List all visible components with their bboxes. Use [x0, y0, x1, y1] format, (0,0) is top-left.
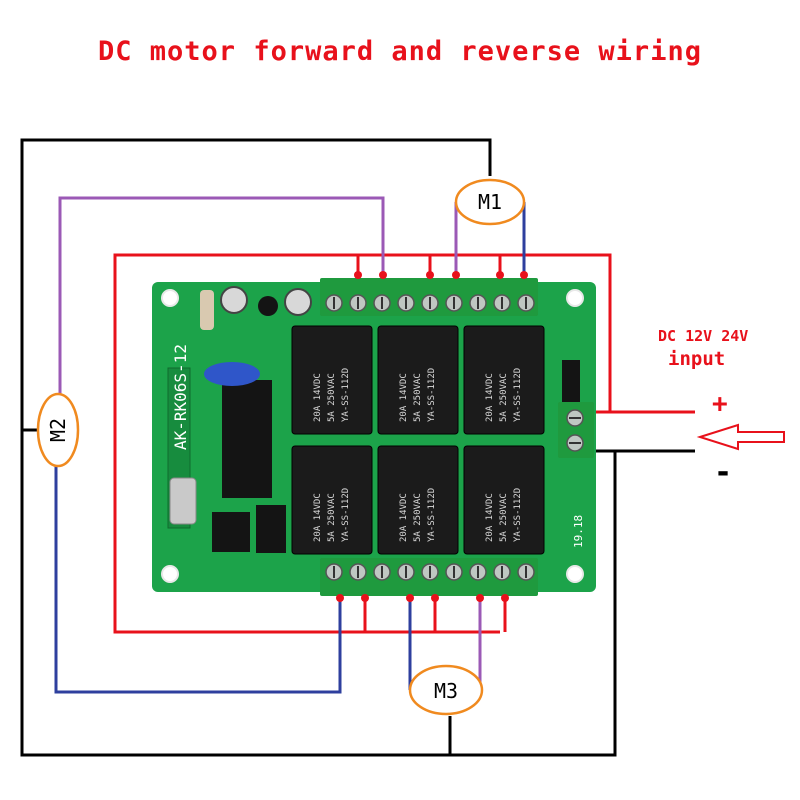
black-wire-left-bottom [20, 430, 452, 757]
purple-wires [58, 196, 482, 690]
motor-m3: M3 [408, 664, 484, 716]
purple-connection-dot [476, 594, 484, 602]
ic-chip [222, 380, 272, 498]
power-terminal-block [558, 402, 594, 458]
relay-rating-text: 20A 14VDC [399, 493, 409, 542]
relay-rating-text: YA-SS-112D [513, 368, 523, 422]
blue-wires [54, 202, 526, 694]
crystal [169, 477, 197, 525]
relay-rating-text: 5A 250VAC [499, 373, 509, 422]
red-connection-dot [426, 271, 434, 279]
blue-connection-dot [336, 594, 344, 602]
red-wires [113, 253, 695, 634]
motor-m2-label: M2 [46, 418, 70, 442]
blue-capacitor [204, 362, 260, 386]
diagram-title: DC motor forward and reverse wiring [98, 36, 702, 67]
relay-rating-text: 20A 14VDC [485, 373, 495, 422]
top-terminal-block [320, 278, 538, 316]
purple-connection-dot [452, 271, 460, 279]
mounting-hole [566, 289, 584, 307]
plus-sign: + [712, 389, 728, 419]
power-input: DC 12V 24V input + - [658, 327, 785, 490]
motor-m2: M2 [36, 392, 80, 468]
relay-rating-text: YA-SS-112D [513, 488, 523, 542]
motor-m1-label: M1 [478, 190, 502, 214]
receiver-module: AK-RK06S-12 19.18 [167, 286, 585, 553]
relay: 20A 14VDC 5A 250VAC YA-SS-112D [291, 445, 373, 555]
relay-rating-text: 5A 250VAC [327, 373, 337, 422]
relay-group: 20A 14VDC 5A 250VAC YA-SS-112D 20A 14VDC 5A … [291, 325, 545, 555]
black-wire-right-return [450, 449, 617, 757]
red-wire-top-bus [113, 253, 612, 634]
black-wires [20, 138, 695, 757]
red-connection-dot [496, 271, 504, 279]
ic-chip [212, 512, 250, 552]
purple-connection-dot [379, 271, 387, 279]
motor-m1: M1 [454, 178, 526, 226]
relay: 20A 14VDC 5A 250VAC YA-SS-112D [463, 445, 545, 555]
blue-connection-dot [520, 271, 528, 279]
relay: 20A 14VDC 5A 250VAC YA-SS-112D [377, 445, 459, 555]
relay-rating-text: 20A 14VDC [399, 373, 409, 422]
relay-rating-text: 5A 250VAC [413, 493, 423, 542]
relay: 20A 14VDC 5A 250VAC YA-SS-112D [291, 325, 373, 435]
black-wire-m1-top [20, 138, 492, 432]
input-arrow [696, 423, 785, 451]
red-connection-dot [354, 271, 362, 279]
red-connection-dot [361, 594, 369, 602]
relay-rating-text: YA-SS-112D [427, 368, 437, 422]
power-label-line2: input [668, 348, 725, 370]
red-connection-dot [501, 594, 509, 602]
relay-rating-text: 20A 14VDC [313, 493, 323, 542]
electrolytic-capacitor [284, 288, 312, 316]
ic-chip [256, 505, 286, 553]
relay-board: 20A 14VDC 5A 250VAC YA-SS-112D 20A 14VDC 5A … [152, 278, 596, 596]
motor-m3-label: M3 [434, 679, 458, 703]
relay-rating-text: 5A 250VAC [413, 373, 423, 422]
mounting-hole [161, 565, 179, 583]
relay-rating-text: 5A 250VAC [327, 493, 337, 542]
relay-rating-text: YA-SS-112D [341, 488, 351, 542]
blue-connection-dot [406, 594, 414, 602]
board-model-label: AK-RK06S-12 [171, 344, 190, 450]
relay-rating-text: YA-SS-112D [427, 488, 437, 542]
mounting-hole [161, 289, 179, 307]
relay: 20A 14VDC 5A 250VAC YA-SS-112D [463, 325, 545, 435]
red-connection-dot [431, 594, 439, 602]
relay-rating-text: 5A 250VAC [499, 493, 509, 542]
purple-wire-m2-top [58, 196, 385, 395]
connection-dots [336, 271, 528, 602]
relay-rating-text: 20A 14VDC [313, 373, 323, 422]
power-label-line1: DC 12V 24V [658, 327, 748, 345]
bottom-terminal-block [320, 558, 538, 596]
blue-wire-m2-bottom [54, 462, 342, 694]
chip-date-label: 19.18 [572, 515, 585, 548]
relay-rating-text: 20A 14VDC [485, 493, 495, 542]
transistor [258, 296, 278, 316]
relay-rating-text: YA-SS-112D [341, 368, 351, 422]
relay: 20A 14VDC 5A 250VAC YA-SS-112D [377, 325, 459, 435]
minus-sign: - [714, 455, 732, 490]
mounting-hole [566, 565, 584, 583]
electrolytic-capacitor [220, 286, 248, 314]
